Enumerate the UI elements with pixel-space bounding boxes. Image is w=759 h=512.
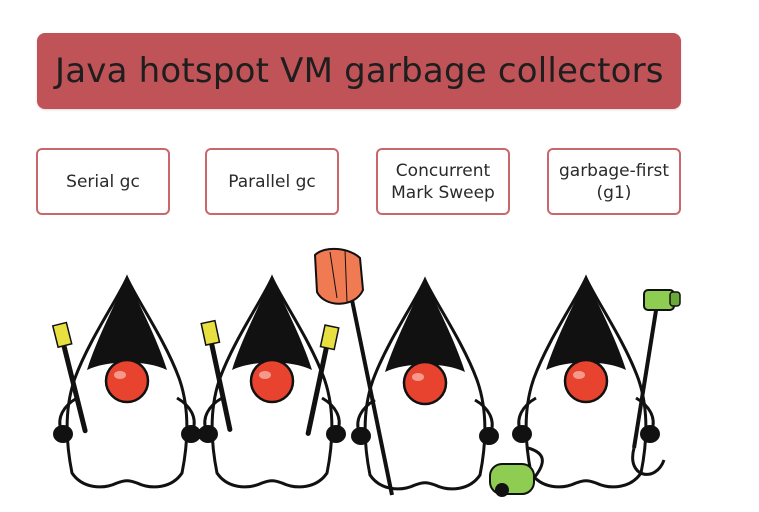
duke-mascots-illustration — [0, 247, 681, 497]
duke-g1 — [489, 276, 681, 497]
collector-box-cms: Concurrent Mark Sweep — [376, 148, 510, 215]
collector-box-g1: garbage-first (g1) — [547, 148, 681, 215]
collector-label-g1: garbage-first (g1) — [558, 160, 669, 203]
collector-label-cms: Concurrent Mark Sweep — [391, 160, 495, 203]
collector-label-parallel: Parallel gc — [228, 171, 316, 192]
collector-box-serial: Serial gc — [36, 148, 170, 215]
broom-icon — [313, 247, 394, 496]
vacuum-cleaner-icon — [489, 289, 681, 497]
title-banner: Java hotspot VM garbage collectors — [37, 33, 681, 109]
page-title: Java hotspot VM garbage collectors — [55, 51, 664, 91]
collector-box-parallel: Parallel gc — [205, 148, 339, 215]
duke-parallel — [196, 276, 348, 489]
duke-serial — [53, 276, 203, 489]
collector-label-serial: Serial gc — [66, 171, 140, 192]
duke-cms — [313, 247, 501, 496]
